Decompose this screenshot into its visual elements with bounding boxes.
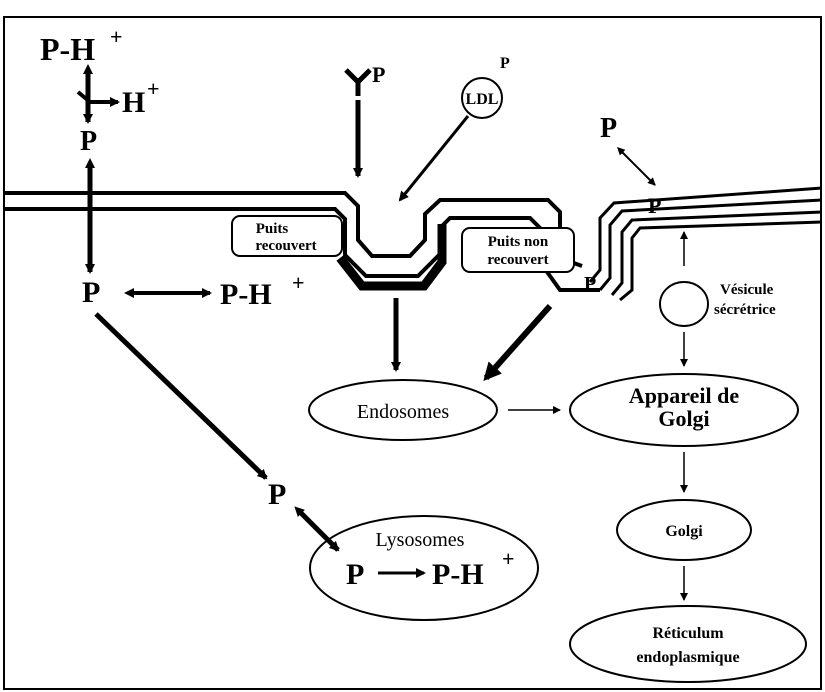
coated-pit-label-2: recouvert (255, 238, 316, 254)
receptor-p: P (372, 62, 385, 87)
ph-mid-label: P-H (220, 278, 272, 311)
uncoated-pit-label-2: recouvert (487, 252, 548, 268)
h-plus-sign: + (147, 76, 160, 101)
receptor-icon (346, 70, 370, 96)
golgi-apparatus-label-2: Golgi (658, 406, 709, 431)
vesicle-label-2: sécrétrice (714, 302, 776, 318)
p-inside-lysosome: P (346, 558, 364, 591)
p-uncoated-pit: P (584, 273, 596, 295)
p-left-lower: P (82, 276, 100, 309)
endosomes-label: Endosomes (357, 401, 449, 423)
ldl-to-pit-arrow (400, 116, 468, 200)
lysosomes-label: Lysosomes (376, 529, 465, 551)
vesicle-label-1: Vésicule (720, 282, 774, 298)
ph-top-label: P-H (40, 31, 95, 67)
reticulum-label-2: endoplasmique (636, 649, 739, 666)
reticulum-label-1: Réticulum (652, 625, 724, 642)
p-to-lysosome-arrow (96, 314, 266, 478)
ph-lysosome-label: P-H (432, 558, 484, 591)
p-lysosome-exchange-arrow (300, 512, 338, 550)
golgi-label: Golgi (665, 523, 703, 540)
secretory-vesicle (660, 282, 708, 326)
ldl-label: LDL (466, 91, 499, 108)
ph-lysosome-plus: + (502, 546, 515, 571)
uncoated-pit-label-1: Puits non (488, 234, 549, 250)
p-outside-lysosome: P (268, 478, 286, 511)
p-left-upper: P (80, 126, 97, 157)
ph-mid-plus: + (292, 270, 305, 295)
p-exchange-arrow (622, 152, 655, 185)
h-plus-label: H (122, 86, 145, 119)
endoplasmic-reticulum (570, 606, 806, 682)
golgi-apparatus-label-1: Appareil de (629, 383, 739, 408)
uncoated-pit-to-endosomes-arrow (486, 306, 550, 378)
ph-top-plus: + (110, 24, 123, 49)
uncoated-pit-membrane (590, 188, 822, 300)
p-membrane-right: P (648, 193, 661, 218)
p-top-right: P (600, 113, 617, 144)
ldl-p: P (500, 55, 510, 72)
coated-pit-label-1: Puits (256, 221, 289, 237)
